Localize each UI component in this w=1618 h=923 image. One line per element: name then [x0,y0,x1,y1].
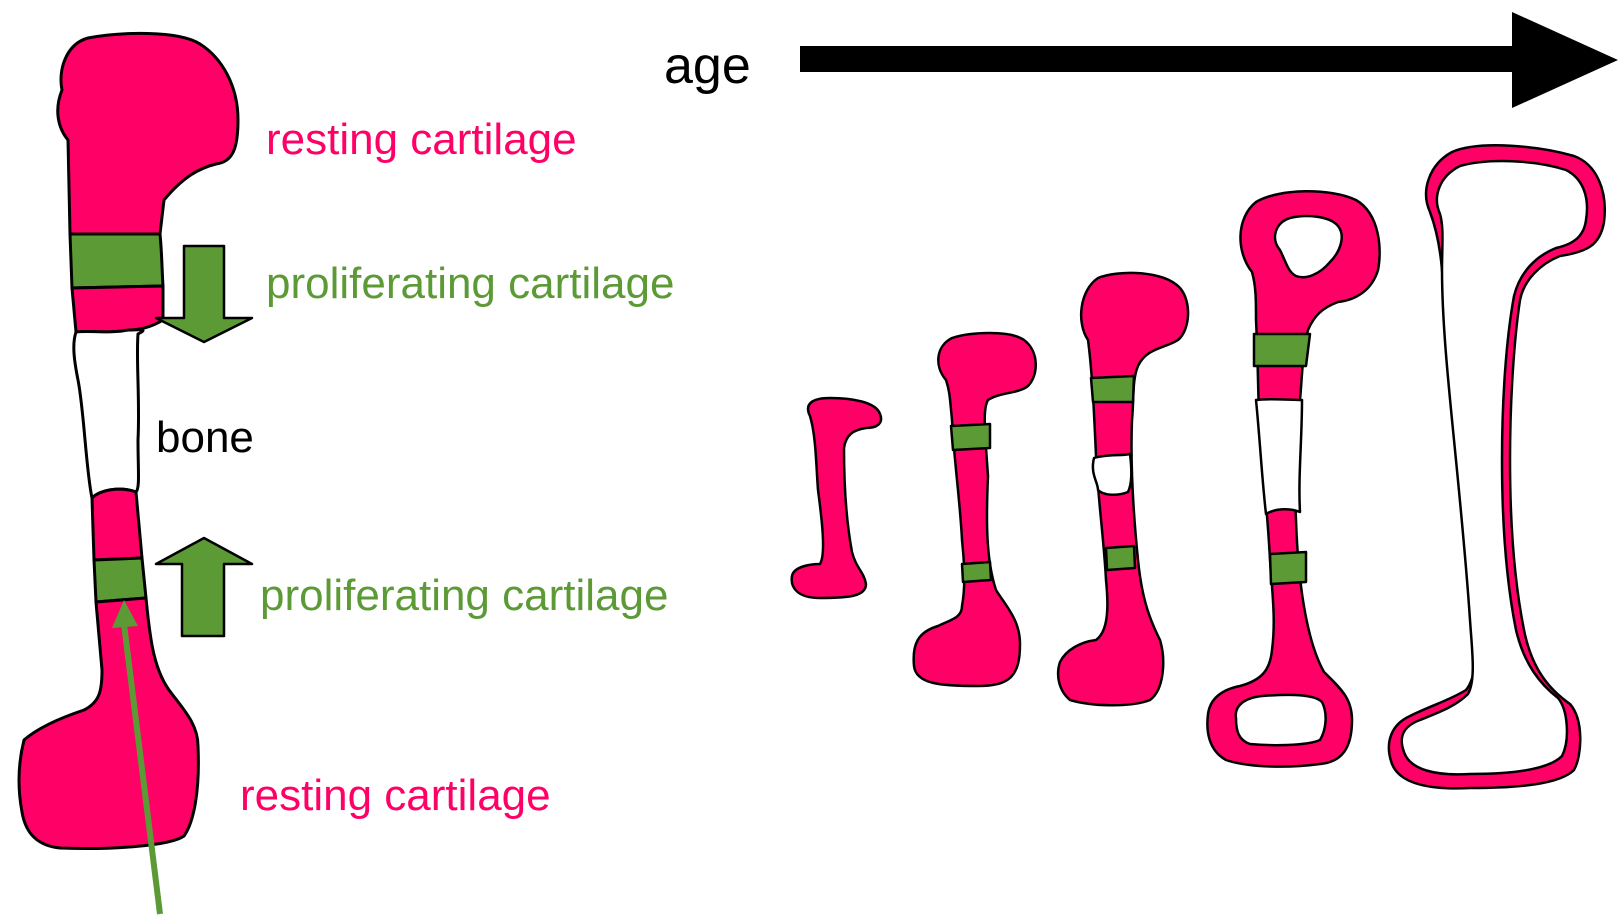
top-proliferating-band [70,234,163,288]
stage-5-bone [1389,145,1605,788]
proliferating-cartilage-top-label: proliferating cartilage [266,262,674,306]
bottom-proliferating-band [94,558,146,602]
age-label: age [664,40,751,92]
top-resting-cartilage [58,33,238,234]
stage-3-bone [1058,273,1188,705]
down-arrow [156,246,252,342]
stage-4-bone [1207,191,1379,766]
age-arrow [800,12,1618,108]
up-arrow [156,538,252,636]
resting-cartilage-bottom-label: resting cartilage [240,774,551,818]
top-lower-cartilage [72,286,163,332]
stage-1-bone [792,398,881,598]
bottom-resting-cartilage [19,598,198,849]
bottom-upper-cartilage [92,489,142,560]
proliferating-cartilage-bottom-label: proliferating cartilage [260,574,668,618]
bone-label: bone [156,416,254,460]
resting-cartilage-top-label: resting cartilage [266,118,577,162]
stage-2-bone [914,333,1036,686]
bone-shaft [74,330,143,498]
